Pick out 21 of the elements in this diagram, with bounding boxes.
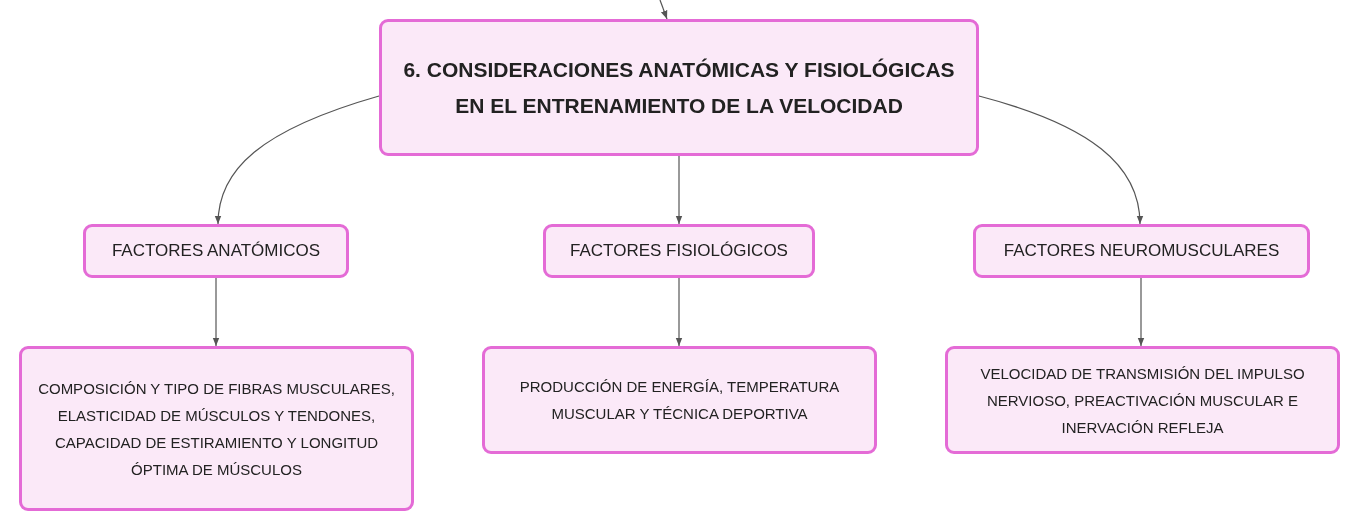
arrow	[212, 277, 220, 347]
category-label: FACTORES FISIOLÓGICOS	[570, 241, 788, 261]
arrow	[675, 277, 683, 347]
arrow	[659, 0, 668, 20]
description-text: VELOCIDAD DE TRANSMISIÓN DEL IMPULSO NERVIOSO, PREACTIVACIÓN MUSCULAR E INERVACIÓN REFLEJA	[979, 363, 1306, 438]
description-text: PRODUCCIÓN DE ENERGÍA, TEMPERATURA MUSCULAR Y TÉCNICA DEPORTIVA	[518, 377, 841, 424]
arrow	[675, 155, 683, 225]
title-text: 6. CONSIDERACIONES ANATÓMICAS Y FISIOLÓGICAS EN EL ENTRENAMIENTO DE LA VELOCIDAD	[402, 56, 956, 119]
title-box	[379, 19, 979, 156]
detail-box	[945, 346, 1340, 454]
arrow	[978, 95, 1143, 225]
category-box	[83, 224, 349, 278]
category-label: FACTORES ANATÓMICOS	[111, 241, 321, 261]
category-box	[973, 224, 1310, 278]
detail-box	[19, 346, 414, 511]
category-box	[543, 224, 815, 278]
arrow	[215, 95, 380, 225]
arrow	[1137, 277, 1145, 347]
detail-box	[482, 346, 877, 454]
description-text: COMPOSICIÓN Y TIPO DE FIBRAS MUSCULARES, ELASTICIDAD DE MÚSCULOS Y TENDONES, CAPACIDAD DE ESTIRAMIENTO Y LONGITUD ÓPTIMA DE MÚSCULOS	[37, 378, 396, 480]
category-label: FACTORES NEUROMUSCULARES	[1003, 241, 1280, 261]
